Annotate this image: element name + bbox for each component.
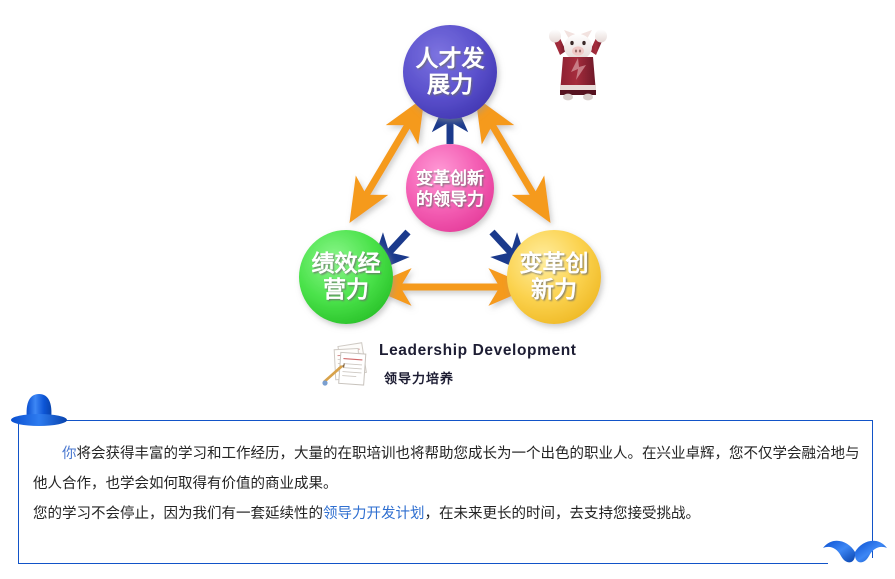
caption-english: Leadership Development xyxy=(379,342,577,359)
change-innovation-circle[interactable] xyxy=(507,230,601,324)
performance-management-label-1: 绩效经 xyxy=(312,250,381,276)
mascot-robe-emblem xyxy=(571,58,586,80)
center-label-2: 的领导力 xyxy=(416,189,484,209)
talent-development-node[interactable]: 人才发 展力 xyxy=(403,25,497,119)
outer-triangle-arrows xyxy=(349,96,551,306)
change-innovation-label-1: 变革创 xyxy=(520,250,589,276)
description-text: 你将会获得丰富的学习和工作经历，大量的在职培训也将帮助您成长为一个出色的职业人。… xyxy=(33,439,860,529)
leadership-program-link[interactable]: 领导力开发计划 xyxy=(323,506,425,522)
center-node[interactable]: 变革创新 的领导力 xyxy=(406,144,494,232)
blue-hat-decoration xyxy=(11,394,67,426)
paragraph-2: 您的学习不会停止，因为我们有一套延续性的领导力开发计划，在未来更长的时间，去支持… xyxy=(33,499,860,529)
paragraph-2-after-link: ，在未来更长的时间，去支持您接受挑战。 xyxy=(424,506,701,522)
paragraph-1-body: 将会获得丰富的学习和工作经历，大量的在职培训也将帮助您成长为一个出色的职业人。在… xyxy=(33,446,860,492)
center-label-1: 变革创新 xyxy=(416,168,484,188)
arrow-talent-innovation xyxy=(475,96,551,224)
mascot-nostril-left xyxy=(574,49,578,53)
arrow-talent-performance xyxy=(349,96,425,224)
mascot-robe-trim xyxy=(560,85,596,90)
mascot-nostril-right xyxy=(578,49,582,53)
change-innovation-label-2: 新力 xyxy=(531,276,577,302)
talent-development-circle[interactable] xyxy=(403,25,497,119)
mustache-left xyxy=(823,540,855,563)
diagram-caption: Leadership Development 领导力培养 xyxy=(322,336,742,392)
diagram-svg: 人才发 展力 绩效经 营力 变革创 新力 变革创新 的领导力 xyxy=(299,25,601,324)
mustache-right xyxy=(855,540,887,563)
change-innovation-node[interactable]: 变革创 新力 xyxy=(507,230,601,324)
mascot-hand-left xyxy=(549,29,561,43)
documents-icon xyxy=(322,342,367,386)
mascot-foot-left xyxy=(563,93,573,101)
mascot-eye-right xyxy=(582,40,586,46)
leadership-diagram: 人才发 展力 绩效经 营力 变革创 新力 变革创新 的领导力 xyxy=(299,25,607,386)
mascot-ear-right xyxy=(581,30,592,39)
paragraph-1-highlight: 你 xyxy=(62,446,77,462)
performance-management-node[interactable]: 绩效经 营力 xyxy=(299,230,393,324)
paragraph-1: 你将会获得丰富的学习和工作经历，大量的在职培训也将帮助您成长为一个出色的职业人。… xyxy=(33,439,860,499)
talent-development-label-1: 人才发 xyxy=(416,45,485,71)
mascot-foot-right xyxy=(583,93,593,101)
performance-management-circle[interactable] xyxy=(299,230,393,324)
mascot-robe-hem xyxy=(560,90,596,95)
talent-development-label-2: 展力 xyxy=(427,71,473,97)
hat-crown xyxy=(26,394,52,420)
arrow-center-to-performance xyxy=(368,229,411,275)
performance-management-label-2: 营力 xyxy=(323,276,369,302)
description-panel: 你将会获得丰富的学习和工作经历，大量的在职培训也将帮助您成长为一个出色的职业人。… xyxy=(18,420,873,564)
arrow-center-to-innovation xyxy=(489,229,532,275)
hat-brim xyxy=(11,414,67,426)
blue-mustache-decoration xyxy=(823,540,887,563)
mascot-snout xyxy=(572,46,584,56)
pig-mascot-icon xyxy=(549,29,607,101)
center-circle[interactable] xyxy=(406,144,494,232)
mascot-eye-left xyxy=(570,40,574,46)
mascot-hand-right xyxy=(595,29,607,43)
paragraph-2-before-link: 您的学习不会停止，因为我们有一套延续性的 xyxy=(33,506,323,522)
caption-chinese: 领导力培养 xyxy=(384,371,455,386)
mascot-ear-left xyxy=(564,30,575,39)
